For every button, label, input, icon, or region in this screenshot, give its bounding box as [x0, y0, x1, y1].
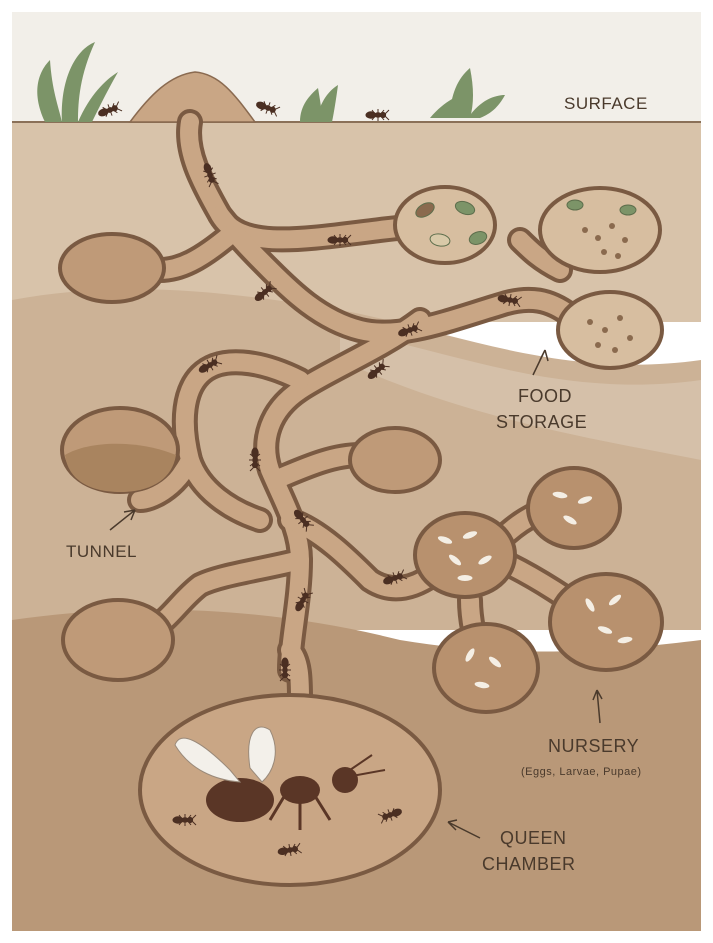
chamber-food-2 — [540, 188, 660, 272]
food-storage-label-line2: STORAGE — [496, 412, 587, 432]
nursery-chamber-1 — [415, 513, 515, 597]
queen-chamber-label-line1: QUEEN — [500, 828, 567, 848]
nursery-chamber-3 — [550, 574, 662, 670]
chamber-food-3 — [558, 292, 662, 368]
chamber-food-1 — [395, 187, 495, 263]
food-storage-label-line1: FOOD — [518, 386, 572, 406]
queen-chamber-label-line2: CHAMBER — [482, 854, 576, 874]
surface-label: SURFACE — [564, 94, 648, 113]
nursery-sublabel: (Eggs, Larvae, Pupae) — [521, 766, 642, 778]
tunnel-label: TUNNEL — [66, 542, 137, 561]
nursery-label: NURSERY — [548, 736, 639, 756]
chamber-upper-left — [60, 234, 164, 302]
chamber-mid-right — [350, 428, 440, 492]
nursery-chamber-4 — [434, 624, 538, 712]
chamber-lower-left — [63, 600, 173, 680]
nursery-chamber-2 — [528, 468, 620, 548]
